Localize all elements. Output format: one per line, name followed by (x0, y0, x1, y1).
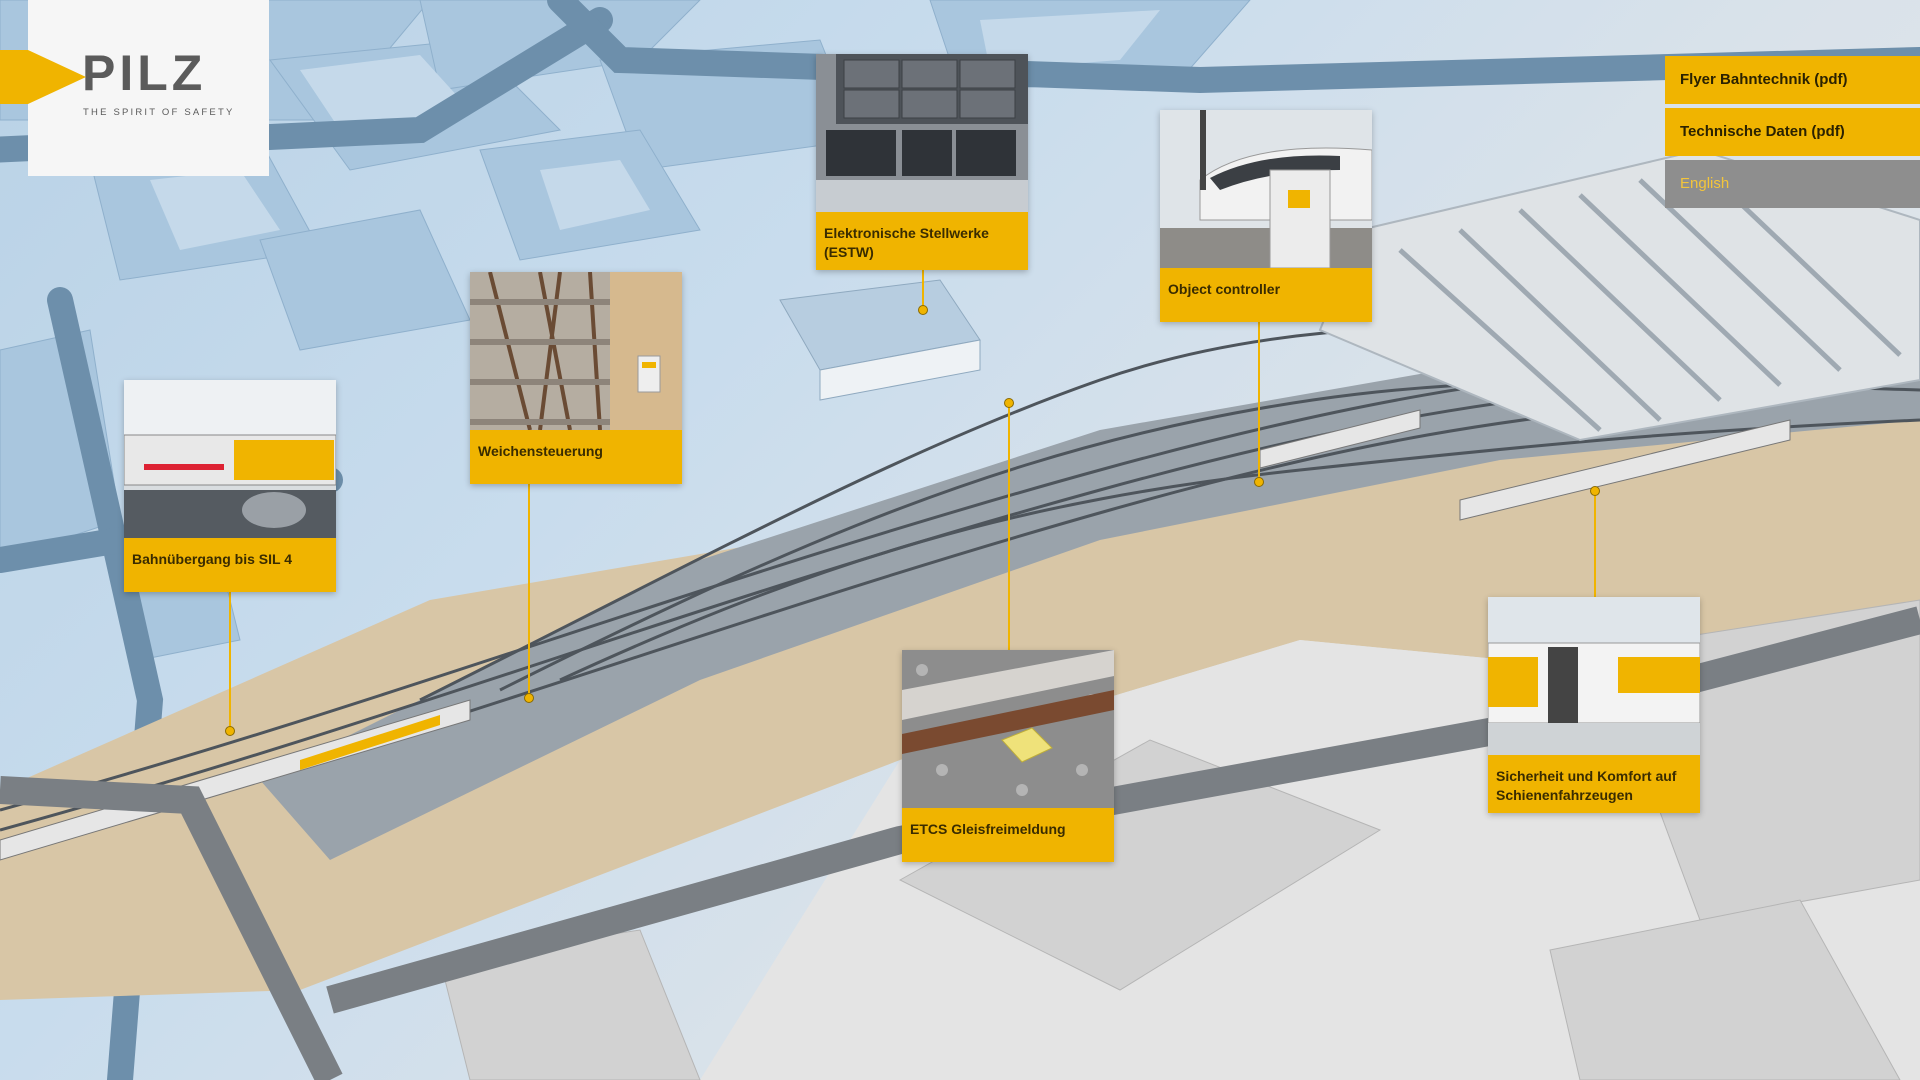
hotspot-dot-switch-control[interactable] (524, 693, 534, 703)
hotspot-card-etcs[interactable]: ETCS Gleisfreimeldung (902, 650, 1114, 862)
level-crossing-image (124, 380, 336, 538)
hotspot-card-level-crossing[interactable]: Bahnübergang bis SIL 4 (124, 380, 336, 592)
leader-line-etcs (1008, 402, 1010, 652)
object-controller-image (1160, 110, 1372, 268)
technical-data-pdf-link[interactable]: Technische Daten (pdf) (1665, 108, 1920, 156)
logo-accent-bar (0, 50, 28, 104)
logo-arrow-icon (28, 50, 86, 104)
hotspot-label: Elektronische Stellwerke (ESTW) (824, 225, 989, 260)
hotspot-dot-object-controller[interactable] (1254, 477, 1264, 487)
leader-line-level-crossing (229, 592, 231, 730)
leader-line-switch-control (528, 483, 530, 697)
hotspot-card-switch-control[interactable]: Weichensteuerung (470, 272, 682, 484)
leader-line-interlocking (922, 267, 924, 309)
hotspot-label: Object controller (1168, 281, 1281, 297)
hotspot-dot-rolling-stock[interactable] (1590, 486, 1600, 496)
hotspot-label: Weichensteuerung (478, 443, 603, 459)
flyer-pdf-link[interactable]: Flyer Bahntechnik (pdf) (1665, 56, 1920, 104)
hotspot-dot-interlocking[interactable] (918, 305, 928, 315)
hotspot-card-rolling-stock[interactable]: Sicherheit und Komfort auf Schienenfahrz… (1488, 597, 1700, 813)
leader-line-object-controller (1258, 321, 1260, 481)
hotspot-label: Sicherheit und Komfort auf Schienenfahrz… (1496, 768, 1677, 803)
hotspot-label: Bahnübergang bis SIL 4 (132, 551, 292, 567)
download-menu: Flyer Bahntechnik (pdf) Technische Daten… (1665, 56, 1920, 212)
hotspot-card-object-controller[interactable]: Object controller (1160, 110, 1372, 322)
hotspot-dot-etcs[interactable] (1004, 398, 1014, 408)
track-balise-image (902, 650, 1114, 808)
railway-switch-image (470, 272, 682, 430)
language-switch-button[interactable]: English (1665, 160, 1920, 208)
logo-tagline: THE SPIRIT OF SAFETY (83, 107, 235, 118)
logo-wordmark: PILZ (82, 45, 207, 101)
hotspot-dot-level-crossing[interactable] (225, 726, 235, 736)
control-room-image (816, 54, 1028, 212)
train-interior-image (1488, 597, 1700, 755)
leader-line-rolling-stock (1594, 490, 1596, 598)
hotspot-label: ETCS Gleisfreimeldung (910, 821, 1066, 837)
hotspot-card-interlocking[interactable]: Elektronische Stellwerke (ESTW) (816, 54, 1028, 270)
